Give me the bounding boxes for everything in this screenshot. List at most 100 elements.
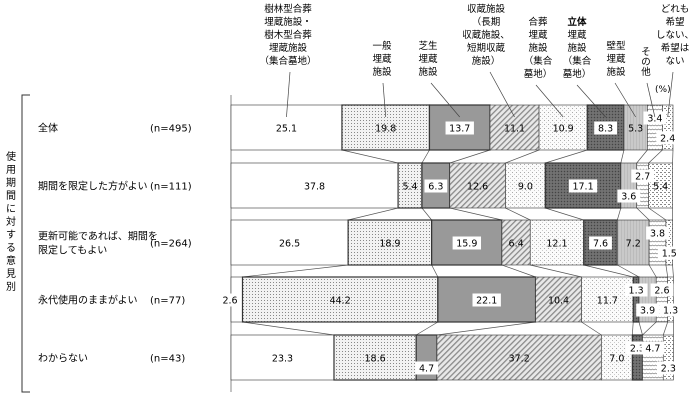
value-label: 2.3 [661, 364, 676, 375]
value-label: 8.3 [598, 124, 613, 135]
value-label: 15.9 [456, 239, 477, 250]
series-header-label: 芝生 [418, 40, 438, 52]
connector-line [636, 149, 648, 164]
header-leader-line [614, 82, 636, 118]
series-header-label: 墓地） [524, 68, 553, 80]
value-label: 11.1 [504, 124, 525, 135]
value-label: 25.1 [276, 124, 297, 135]
row-n-label: (n=264) [150, 239, 192, 250]
connector-line [449, 207, 503, 221]
connector-line [436, 321, 536, 336]
value-label-bg [650, 283, 674, 297]
connector-line [648, 149, 663, 164]
group-axis-label-char: 見 [6, 268, 16, 280]
bar-segment [489, 104, 540, 151]
header-leader-line [489, 71, 515, 118]
series-header-label: 合葬 [528, 16, 548, 28]
value-label-bg [452, 236, 482, 250]
value-label-bg [617, 189, 641, 203]
value-label: 18.6 [365, 354, 386, 365]
unit-label: (%) [655, 85, 671, 95]
value-label: 2.6 [654, 286, 669, 297]
value-label: 2.4 [660, 134, 675, 145]
value-label: 4.7 [419, 364, 434, 375]
bar-segment [230, 219, 349, 266]
value-label: 11.7 [597, 296, 618, 307]
group-bracket [21, 94, 30, 393]
bar-segment [662, 104, 674, 151]
value-label: 9.0 [518, 182, 533, 193]
connector-line [416, 321, 439, 336]
series-header-label: （集合 [563, 55, 592, 67]
group-axis-label-char: る [6, 242, 16, 254]
row-label: 限定してもよい [38, 244, 107, 257]
bar-segment [667, 276, 674, 323]
header-leader-line [576, 84, 606, 118]
series-header-label: 短期収蔵 [467, 42, 506, 54]
value-label: 3.8 [650, 229, 665, 240]
series-header-label: 希望は [661, 42, 690, 54]
bar-segment [230, 162, 399, 209]
value-label: 5.4 [402, 182, 417, 193]
header-leader-line [382, 82, 387, 118]
bar-segment [529, 219, 585, 266]
series-header-label: （集合 [524, 55, 553, 67]
bar-segment [230, 104, 343, 151]
value-label: 23.3 [272, 354, 293, 365]
group-axis-label-char: 期 [6, 177, 16, 189]
value-label: 10.4 [548, 296, 569, 307]
bar-segment [544, 162, 622, 209]
connector-line [545, 149, 588, 164]
connector-line [501, 264, 536, 278]
connector-line [431, 264, 439, 278]
series-header-label: 他 [641, 66, 651, 78]
connector-line [631, 321, 634, 336]
value-label: 37.2 [509, 354, 530, 365]
row-labels: 全体(n=495)期間を限定した方がよい(n=111)更新可能であれば、期間を限… [6, 94, 192, 393]
header-leader-line [667, 71, 674, 118]
row-label: 更新可能であれば、期間を [38, 230, 158, 243]
value-label: 17.1 [572, 182, 593, 193]
series-header-label: 収蔵施設、 [462, 29, 510, 41]
value-label-bg [636, 303, 659, 317]
series-header-label: 立体 [567, 16, 587, 28]
connector-line [545, 207, 584, 221]
value-label: 1.3 [663, 306, 678, 317]
series-header-label: 埋蔵 [372, 53, 392, 65]
row-label: 全体 [38, 122, 58, 135]
row-n-label: (n=111) [150, 182, 192, 193]
connector-line [449, 149, 491, 164]
value-label: 13.7 [449, 124, 470, 135]
bar-segment [437, 276, 537, 323]
series-header-label: 一般 [372, 40, 392, 52]
bars [230, 104, 674, 381]
value-label: 2.6 [222, 296, 237, 307]
value-label: 12.6 [467, 182, 488, 193]
connector-line [505, 207, 531, 221]
bar-segment [581, 276, 634, 323]
connector-line [421, 207, 432, 221]
connector-line [672, 264, 674, 278]
value-label: 5.4 [653, 182, 668, 193]
bar-segment [538, 104, 588, 151]
value-label: 18.9 [379, 239, 400, 250]
bar-segment [665, 219, 673, 266]
series-header-label: 壁型 [606, 40, 626, 52]
value-label: 3.6 [621, 192, 636, 203]
value-label-bg [594, 121, 617, 135]
value-label-bg [656, 131, 680, 145]
value-label: 7.6 [593, 239, 608, 250]
series-header-label: 施設 [372, 66, 392, 78]
value-label-bg [424, 179, 448, 193]
connector-line [642, 321, 657, 336]
series-header-label: ない [665, 56, 684, 67]
value-label: 10.9 [553, 124, 574, 135]
series-header-label: 埋蔵 [528, 29, 548, 41]
series-header-label: 埋蔵 [418, 53, 438, 65]
value-label-bg [472, 293, 501, 307]
series-header-label: 施設 [528, 42, 548, 54]
bar-segment [230, 334, 335, 381]
connector-line [616, 207, 622, 221]
